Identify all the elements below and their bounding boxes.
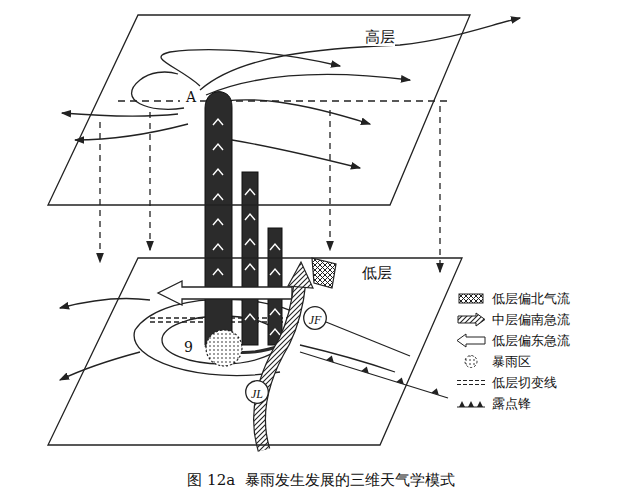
updraft-mark — [213, 144, 223, 150]
legend-swatch — [456, 291, 486, 306]
legend-row: 中层偏南急流 — [456, 309, 570, 330]
plane-outline — [48, 15, 470, 205]
outflow-streamline — [75, 124, 188, 140]
southerly-jet-head — [288, 262, 313, 288]
legend-row: 低层偏北气流 — [456, 288, 570, 309]
low-streamline — [300, 345, 395, 372]
front-triangle — [326, 356, 334, 363]
legend-row: 暴雨区 — [456, 351, 570, 372]
circle-outline — [246, 381, 269, 404]
easterly-jet-arrow — [158, 281, 292, 305]
text-holder: 低层 — [362, 263, 392, 283]
level-plane: 高层 — [48, 15, 470, 205]
updraft-mark — [245, 214, 255, 220]
legend-swatch — [456, 354, 486, 369]
front-triangle — [431, 388, 439, 395]
label-holder: 9 — [183, 337, 194, 356]
updraft-marks — [213, 119, 280, 335]
level-label: 低层 — [362, 264, 392, 282]
updraft-mark — [245, 239, 255, 245]
plane-outline — [48, 258, 462, 445]
outflow-streamline — [206, 74, 410, 95]
text-holder: JF — [309, 309, 322, 328]
anticyclone-streamline — [132, 72, 184, 109]
front-line — [326, 322, 410, 356]
legend-swatch — [456, 396, 486, 411]
anticyclone-streamline — [161, 50, 340, 86]
legend-text: 低层偏东急流 — [492, 332, 570, 350]
legend-swatch — [456, 333, 486, 348]
legend-row: 露点锋 — [456, 393, 570, 414]
legend-text: 露点锋 — [492, 395, 531, 413]
sinking-motion-line — [149, 112, 150, 250]
updraft-mark — [270, 329, 280, 335]
sinking-motion-line — [439, 106, 440, 272]
legend-sample — [459, 401, 483, 407]
updraft-mark — [245, 314, 255, 320]
legend-text: 中层偏南急流 — [492, 311, 570, 329]
southerly-jet-band — [260, 282, 300, 450]
updraft-mark — [245, 264, 255, 270]
updraft-mark — [213, 169, 223, 175]
plane-outline — [48, 15, 470, 205]
updraft-mark — [213, 119, 223, 125]
front-triangle — [361, 367, 369, 374]
text-holder: 高层 — [365, 27, 395, 47]
dew-point-front — [300, 352, 448, 398]
sinking-motion-line — [99, 122, 100, 262]
jet-label: JL — [251, 387, 263, 401]
upper-dashed-axis — [118, 100, 450, 101]
southerly-jet-fill — [260, 282, 300, 450]
symbol-label: 9 — [183, 339, 194, 355]
jet-label: JF — [309, 313, 322, 327]
front-triangles — [326, 356, 439, 396]
outflow-streamline — [200, 18, 520, 90]
circle-outline — [304, 307, 327, 330]
jet-circle: JL — [245, 380, 269, 404]
updraft-mark — [213, 269, 223, 275]
jet-circle: JF — [303, 306, 327, 330]
caption-holder: 图 12a 暴雨发生发展的三维天气学模式 — [0, 470, 642, 490]
updraft-mark — [213, 244, 223, 250]
level-label: 高层 — [365, 28, 395, 46]
sinking-motion-line — [329, 110, 330, 250]
legend-sample — [459, 294, 483, 303]
legend: 低层偏北气流中层偏南急流低层偏东急流暴雨区低层切变线露点锋 — [456, 288, 570, 414]
updraft-mark — [270, 269, 280, 275]
low-streamline — [60, 298, 150, 308]
front-triangle — [396, 377, 404, 384]
updraft-mark — [245, 189, 255, 195]
legend-sample — [457, 381, 485, 385]
updraft-mark — [270, 309, 280, 315]
legend-sample — [457, 334, 485, 347]
rainstorm-area — [206, 330, 242, 366]
northerly-flow — [312, 258, 336, 288]
outflow-streamline — [62, 113, 178, 116]
figure-caption: 图 12a 暴雨发生发展的三维天气学模式 — [187, 471, 454, 489]
text-holder: JL — [251, 383, 263, 402]
legend-swatch — [456, 312, 486, 327]
updraft-mark — [213, 194, 223, 200]
legend-row: 低层偏东急流 — [456, 330, 570, 351]
legend-sample — [465, 356, 477, 368]
outflow-streamline — [232, 140, 360, 168]
anticyclone-label: A — [185, 89, 197, 105]
low-streamline — [60, 352, 140, 380]
legend-sample — [458, 313, 485, 326]
legend-text: 暴雨区 — [492, 353, 531, 371]
level-plane: 低层 JF JL — [48, 258, 462, 445]
plane-outline — [48, 258, 462, 445]
label-holder: A — [185, 87, 197, 106]
legend-row: 低层切变线 — [456, 372, 570, 393]
legend-text: 低层偏北气流 — [492, 290, 570, 308]
updraft-mark — [270, 244, 280, 250]
updraft-mark — [213, 219, 223, 225]
legend-text: 低层切变线 — [492, 374, 557, 392]
convective-column — [205, 92, 232, 345]
legend-swatch — [456, 375, 486, 390]
